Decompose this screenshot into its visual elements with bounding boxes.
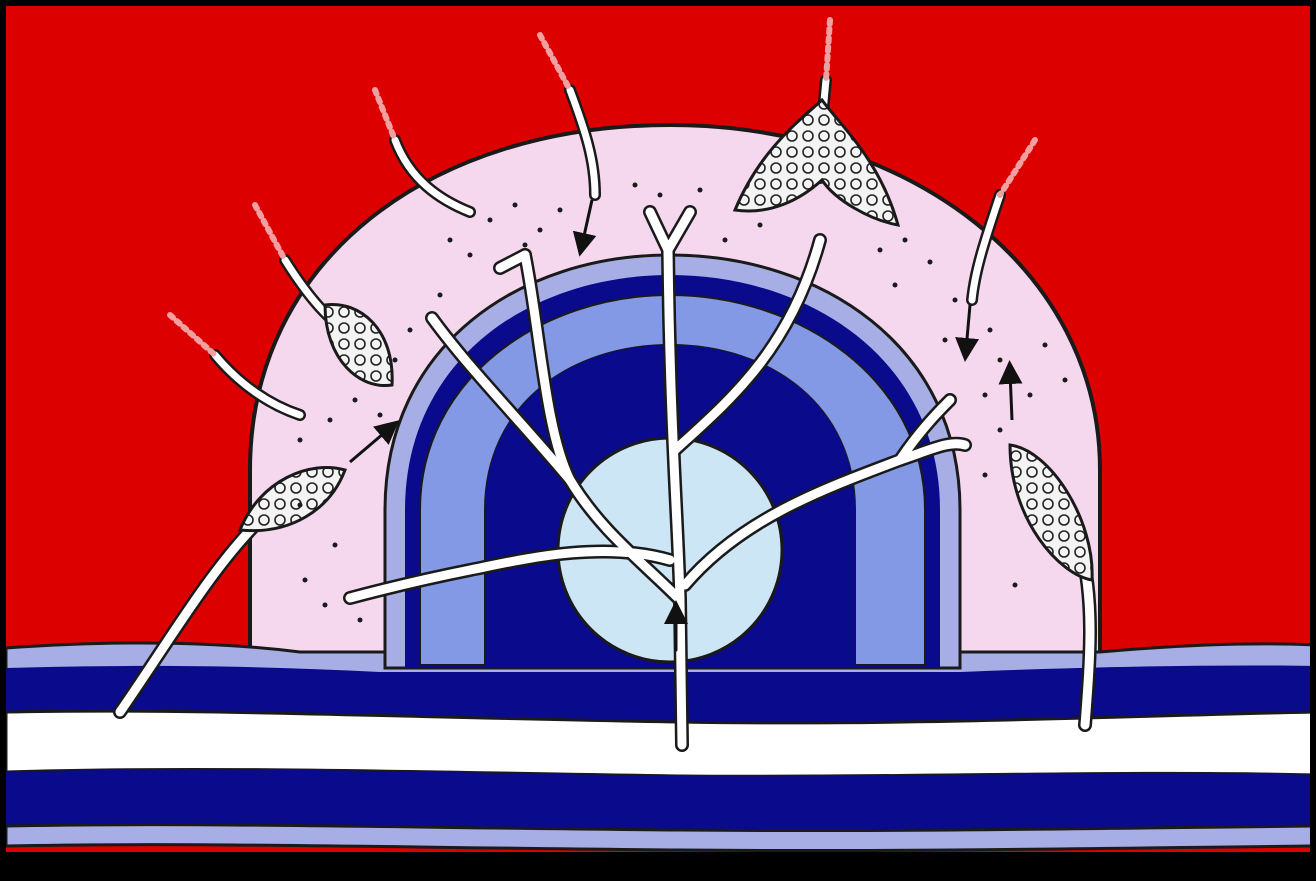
particle-dot-icon [523,243,528,248]
particle-dot-icon [558,208,563,213]
particle-dot-icon [358,618,363,623]
particle-dot-icon [983,393,988,398]
particle-dot-icon [448,238,453,243]
particle-dot-icon [983,473,988,478]
particle-dot-icon [513,203,518,208]
particle-dot-icon [333,543,338,548]
particle-dot-icon [1028,393,1033,398]
band-navy-bottom [6,769,1316,830]
particle-dot-icon [878,248,883,253]
particle-dot-icon [393,358,398,363]
particle-dot-icon [998,358,1003,363]
particle-dot-icon [633,183,638,188]
particle-dot-icon [1043,343,1048,348]
particle-dot-icon [298,503,303,508]
arrow-icon [1010,372,1012,420]
particle-dot-icon [1063,378,1068,383]
particle-dot-icon [438,293,443,298]
particle-dot-icon [408,328,413,333]
particle-dot-icon [758,223,763,228]
particle-dot-icon [298,438,303,443]
particle-dot-icon [928,260,933,265]
particle-dot-icon [1013,583,1018,588]
particle-dot-icon [488,218,493,223]
particle-dot-icon [953,298,958,303]
particle-dot-icon [353,398,358,403]
particle-dot-icon [698,188,703,193]
particle-dot-icon [378,413,383,418]
particle-dot-icon [468,253,473,258]
particle-dot-icon [943,338,948,343]
particle-dot-icon [903,238,908,243]
particle-dot-icon [323,603,328,608]
particle-dot-icon [658,193,663,198]
band-white-channel [6,711,1316,776]
particle-dot-icon [723,238,728,243]
particle-dot-icon [988,328,993,333]
particle-dot-icon [328,418,333,423]
particle-dot-icon [893,283,898,288]
particle-dot-icon [538,228,543,233]
particle-dot-icon [998,428,1003,433]
particle-dot-icon [303,578,308,583]
